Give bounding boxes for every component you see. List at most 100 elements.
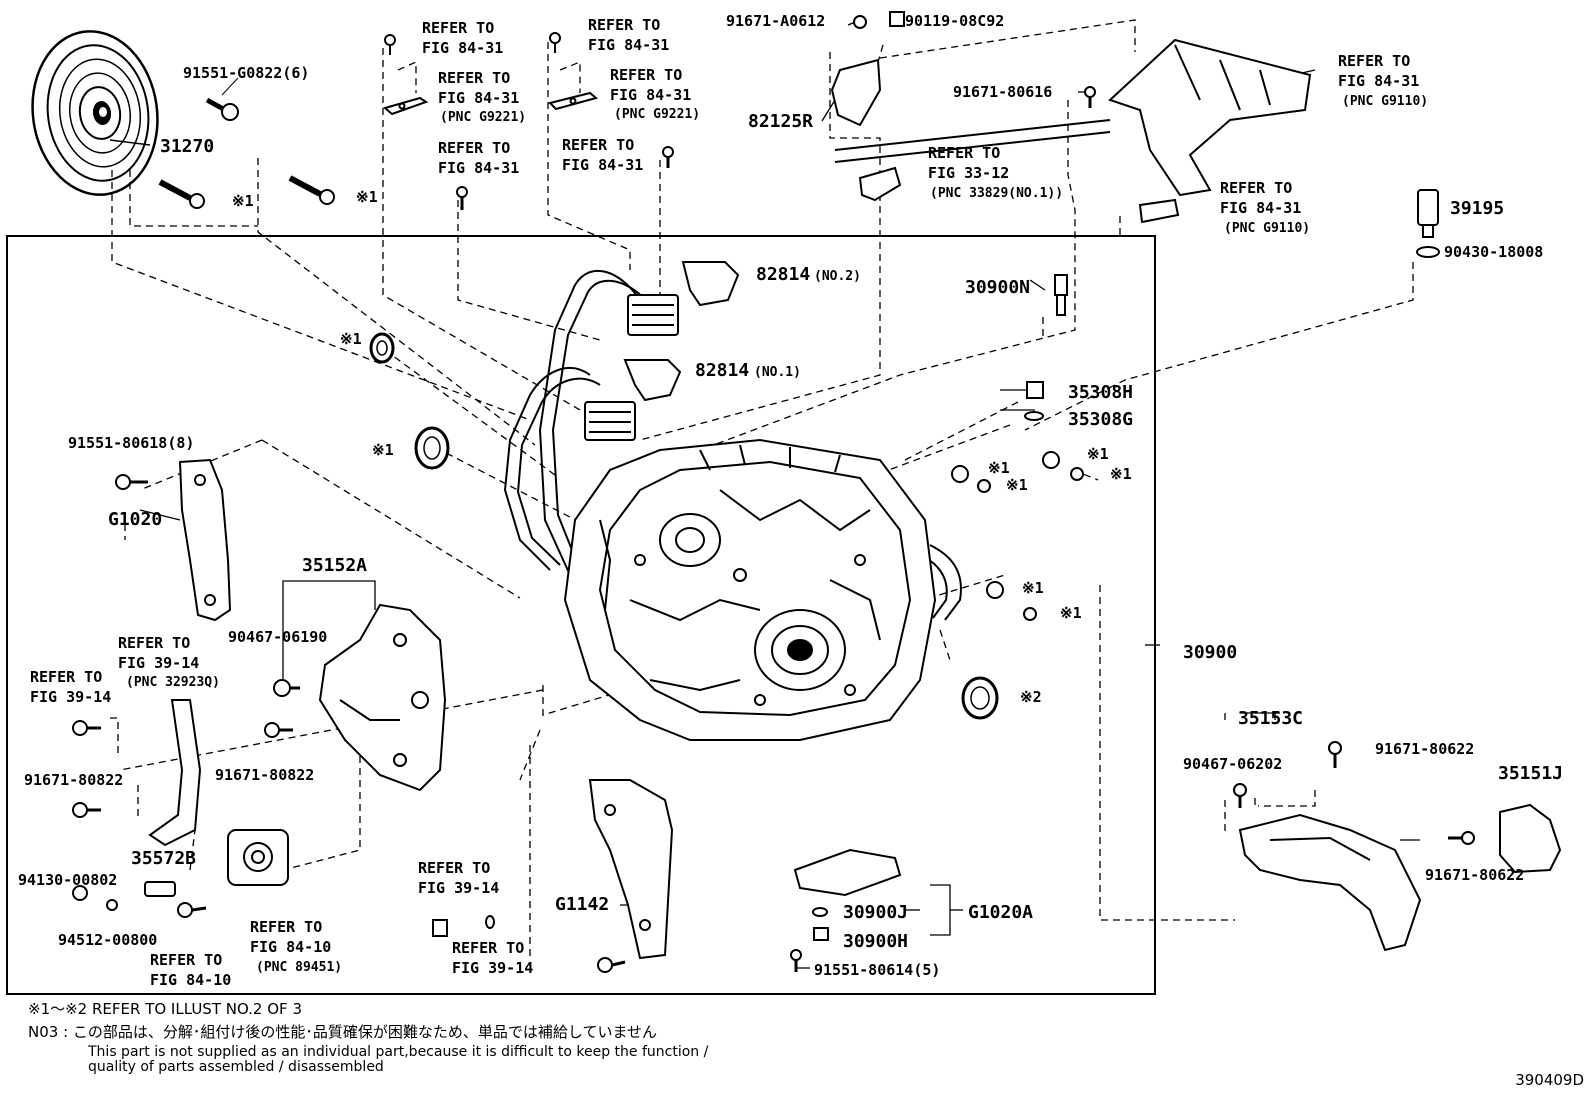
mount-bracket-g9110[interactable] xyxy=(1108,38,1312,224)
ref-2-line3: (PNC G9221) xyxy=(440,110,526,125)
bolt-mark1-a-icon[interactable] xyxy=(158,179,205,209)
label-90467-06190: 90467-06190 xyxy=(228,628,327,646)
nut-94130-00802-icon[interactable] xyxy=(72,885,88,901)
oil-seal-mark2[interactable] xyxy=(961,676,999,720)
label-30900: 30900 xyxy=(1183,642,1237,663)
plug-35308H-icon[interactable] xyxy=(1026,381,1044,399)
label-90467-06202: 90467-06202 xyxy=(1183,755,1282,773)
bolt-91671-80822-b-icon[interactable] xyxy=(72,720,101,736)
gasket-90430-18008-icon[interactable] xyxy=(1416,246,1440,258)
label-82814-no1-suffix: (NO.1) xyxy=(754,365,801,380)
bolt-91551-G0822-icon[interactable] xyxy=(205,97,239,121)
bolt-90467-06202-icon[interactable] xyxy=(1233,783,1247,808)
plate-G1020[interactable] xyxy=(178,458,232,622)
note-n03-code: N03 xyxy=(28,1023,59,1041)
gasket-30900J-icon[interactable] xyxy=(812,907,828,917)
figure-code: 390409D xyxy=(1515,1071,1584,1089)
ref-5-line3: (PNC G9221) xyxy=(614,107,700,122)
bracket-g9221-right[interactable] xyxy=(548,32,599,111)
oil-pan-G1020A[interactable] xyxy=(793,848,902,897)
label-G1020: G1020 xyxy=(108,509,162,530)
washer-94512-00800-icon[interactable] xyxy=(106,899,118,911)
plug-30900H-icon[interactable] xyxy=(813,927,829,941)
label-91671-A0612: 91671-A0612 xyxy=(726,12,825,30)
label-82814-no2: 82814 xyxy=(756,264,810,285)
ref-4-line1: REFER TO xyxy=(588,16,660,34)
bolt-91671-80616-icon[interactable] xyxy=(1084,86,1096,108)
clamp-82125R[interactable] xyxy=(830,11,905,127)
label-mark1-oring-c: ※1 xyxy=(1060,604,1082,622)
label-91671-80616: 91671-80616 xyxy=(953,83,1052,101)
bolt-upper-2-icon[interactable] xyxy=(662,146,674,168)
cover-35152A[interactable] xyxy=(318,603,447,792)
connector-no1[interactable] xyxy=(584,401,636,441)
label-mark1-plug-b: ※1 xyxy=(988,459,1010,477)
bolt-91671-80622-b-icon[interactable] xyxy=(1448,831,1475,845)
shaft-35572B-icon[interactable] xyxy=(144,881,176,897)
bolt-84-10-icon[interactable] xyxy=(177,902,207,918)
sensor-89451[interactable] xyxy=(227,829,289,886)
label-mark1-oring-a: ※1 xyxy=(1110,465,1132,483)
cover-82814-no2[interactable] xyxy=(681,261,740,307)
label-91671-80822-a: 91671-80822 xyxy=(215,766,314,784)
ref-6-line1: REFER TO xyxy=(562,136,634,154)
label-91671-80822-b: 91671-80822 xyxy=(24,771,123,789)
bolt-91551-80618-icon[interactable] xyxy=(115,474,148,490)
ref-10-line3: (PNC 32923Q) xyxy=(126,675,220,690)
sensor-39195-icon[interactable] xyxy=(1417,189,1439,238)
plug-mark1-a-icon[interactable] xyxy=(1042,451,1060,469)
oil-seal-mark1-b[interactable] xyxy=(414,426,450,470)
cover-35153C[interactable] xyxy=(1238,813,1422,952)
label-mark1-plug-c: ※1 xyxy=(1022,579,1044,597)
label-35153C: 35153C xyxy=(1238,708,1303,729)
label-90430-18008: 90430-18008 xyxy=(1444,243,1543,261)
bolt-91671-80822-a-icon[interactable] xyxy=(264,722,293,738)
oil-seal-mark1-a[interactable] xyxy=(369,332,395,364)
ref-9-line3: (PNC G9110) xyxy=(1224,221,1310,236)
label-35572B: 35572B xyxy=(131,848,196,869)
label-30900H: 30900H xyxy=(843,931,908,952)
connector-no2[interactable] xyxy=(627,294,679,336)
plug-mark1-c-icon[interactable] xyxy=(986,581,1004,599)
ref-10-line1: REFER TO xyxy=(118,634,190,652)
plug-39-14-icon[interactable] xyxy=(432,919,448,937)
bolt-91671-80822-c-icon[interactable] xyxy=(72,802,101,818)
label-G1142: G1142 xyxy=(555,894,609,915)
ref-15-line1: REFER TO xyxy=(452,939,524,957)
cover-82814-no1[interactable] xyxy=(623,359,682,402)
oring-39-14-icon[interactable] xyxy=(485,915,495,929)
ref-8-line3: (PNC G9110) xyxy=(1342,94,1428,109)
ref-5-line2: FIG 84-31 xyxy=(610,86,691,104)
transaxle-housing-30900[interactable] xyxy=(563,438,937,741)
bracket-32923Q[interactable] xyxy=(148,699,202,847)
gasket-35308G-icon[interactable] xyxy=(1024,411,1044,421)
ref-13-line1: REFER TO xyxy=(150,951,222,969)
bracket-g9221-left[interactable] xyxy=(382,34,429,116)
vent-30900N-icon[interactable] xyxy=(1054,274,1068,316)
wire-bracket-33829[interactable] xyxy=(834,119,1111,202)
oring-mark1-b-icon[interactable] xyxy=(977,479,991,493)
ref-12-line3: (PNC 89451) xyxy=(256,960,342,975)
bolt-mark1-b-icon[interactable] xyxy=(288,175,335,205)
bolt-91671-80622-a-icon[interactable] xyxy=(1328,741,1342,768)
plate-G1142[interactable] xyxy=(588,779,674,960)
ref-6-line2: FIG 84-31 xyxy=(562,156,643,174)
leader-lines xyxy=(110,19,1414,960)
label-mark2-seal: ※2 xyxy=(1020,688,1042,706)
bolt-90467-06190-icon[interactable] xyxy=(273,679,300,697)
bolt-upper-1-icon[interactable] xyxy=(456,186,468,210)
bolt-G1142-icon[interactable] xyxy=(597,957,626,973)
plug-mark1-b-icon[interactable] xyxy=(951,465,969,483)
sensor-35151J[interactable] xyxy=(1499,803,1562,874)
label-mark1-seal-a: ※1 xyxy=(340,330,362,348)
oring-mark1-a-icon[interactable] xyxy=(1070,467,1084,481)
label-39195: 39195 xyxy=(1450,198,1504,219)
bolt-91551-80614-icon[interactable] xyxy=(790,949,802,972)
ref-8-line2: FIG 84-31 xyxy=(1338,72,1419,90)
label-mark1-a: ※1 xyxy=(232,192,254,210)
oring-mark1-c-icon[interactable] xyxy=(1023,607,1037,621)
label-91671-80622-b: 91671-80622 xyxy=(1425,866,1524,884)
torque-converter-31270[interactable] xyxy=(22,23,168,203)
label-30900N: 30900N xyxy=(965,277,1030,298)
label-31270: 31270 xyxy=(160,136,214,157)
